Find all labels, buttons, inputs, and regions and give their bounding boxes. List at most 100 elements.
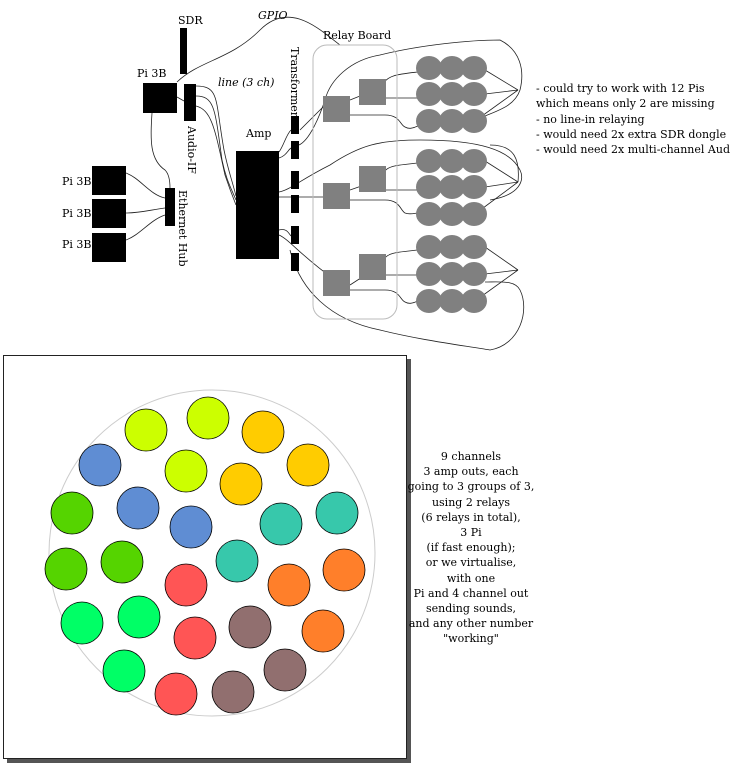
description-line: or we virtualise, bbox=[425, 556, 517, 570]
relays bbox=[323, 79, 386, 296]
speaker bbox=[102, 649, 146, 693]
speaker bbox=[117, 595, 161, 639]
speaker bbox=[416, 109, 442, 133]
speaker bbox=[241, 410, 285, 454]
pi-2-label: Pi 3B bbox=[62, 207, 92, 220]
speaker bbox=[211, 670, 255, 714]
speaker bbox=[228, 605, 272, 649]
amp bbox=[236, 151, 279, 259]
speaker bbox=[439, 202, 465, 226]
ethernet-hub-label: Ethernet Hub bbox=[176, 190, 189, 267]
speaker bbox=[286, 443, 330, 487]
description-line: using 2 relays bbox=[431, 495, 511, 509]
speaker bbox=[439, 289, 465, 313]
speaker bbox=[439, 56, 465, 80]
speaker bbox=[44, 547, 88, 591]
description-line: 3 amp outs, each bbox=[423, 465, 519, 479]
description-line: sending sounds, bbox=[425, 602, 517, 616]
note: - would need 2x multi-channel Audio-IF bbox=[536, 143, 730, 157]
speaker bbox=[416, 289, 442, 313]
speaker bbox=[263, 648, 307, 692]
layout-description: 9 channels 3 amp outs, each going to 3 g… bbox=[407, 449, 535, 647]
transformers bbox=[291, 116, 299, 271]
speaker bbox=[416, 82, 442, 106]
speaker bbox=[416, 262, 442, 286]
speaker bbox=[439, 109, 465, 133]
description-line: "working" bbox=[443, 632, 499, 646]
speaker bbox=[100, 540, 144, 584]
speaker bbox=[301, 609, 345, 653]
description-line: and any other number bbox=[408, 617, 534, 631]
description-line: 9 channels bbox=[440, 450, 502, 463]
speaker-layout bbox=[44, 389, 376, 717]
speaker bbox=[219, 462, 263, 506]
speaker bbox=[116, 486, 160, 530]
description-line: with one bbox=[446, 571, 496, 585]
system-diagram: Relay Board GPIO SDR Pi 3B Audio-IF line… bbox=[62, 9, 524, 351]
audio-if bbox=[184, 84, 196, 121]
pi-main-label: Pi 3B bbox=[137, 67, 167, 80]
relay-board-label: Relay Board bbox=[323, 29, 391, 42]
speaker bbox=[439, 149, 465, 173]
room-circle bbox=[48, 389, 376, 717]
speaker bbox=[461, 82, 487, 106]
speaker bbox=[439, 235, 465, 259]
speaker bbox=[416, 202, 442, 226]
speaker bbox=[439, 262, 465, 286]
speaker bbox=[416, 56, 442, 80]
speaker bbox=[461, 235, 487, 259]
speaker bbox=[50, 491, 94, 535]
pi-1-label: Pi 3B bbox=[62, 175, 92, 188]
ethernet-hub bbox=[165, 188, 175, 226]
sdr-dongle bbox=[180, 28, 187, 74]
speaker bbox=[322, 548, 366, 592]
speaker bbox=[267, 563, 311, 607]
speaker bbox=[461, 149, 487, 173]
speaker bbox=[315, 491, 359, 535]
description-line: (if fast enough); bbox=[426, 541, 516, 555]
notes-list: - could try to work with 12 Pis which me… bbox=[536, 81, 730, 157]
speaker bbox=[215, 539, 259, 583]
speaker bbox=[173, 616, 217, 660]
pi-3-label: Pi 3B bbox=[62, 238, 92, 251]
pi-main bbox=[143, 83, 177, 113]
sdr-label: SDR bbox=[178, 14, 203, 27]
speaker bbox=[461, 289, 487, 313]
description-line: (6 relays in total), bbox=[421, 510, 521, 524]
speaker bbox=[461, 202, 487, 226]
description-line: Pi and 4 channel out bbox=[413, 586, 529, 600]
speaker bbox=[259, 502, 303, 546]
speaker bbox=[78, 443, 122, 487]
speaker bbox=[461, 56, 487, 80]
note: - no line-in relaying bbox=[536, 112, 645, 126]
speaker bbox=[154, 672, 198, 716]
pi-2 bbox=[92, 199, 126, 228]
relay-board bbox=[312, 44, 398, 320]
speaker bbox=[416, 149, 442, 173]
audio-if-label: Audio-IF bbox=[185, 125, 198, 174]
speaker bbox=[416, 235, 442, 259]
speaker bbox=[186, 396, 230, 440]
amp-label: Amp bbox=[245, 127, 271, 140]
speaker bbox=[169, 505, 213, 549]
speaker bbox=[461, 262, 487, 286]
note: which means only 2 are missing bbox=[536, 97, 715, 111]
speaker bbox=[164, 449, 208, 493]
speaker-groups bbox=[416, 56, 487, 313]
note: - would need 2x extra SDR dongle bbox=[536, 127, 727, 141]
speaker bbox=[439, 82, 465, 106]
pi-3 bbox=[92, 233, 126, 262]
speaker bbox=[124, 408, 168, 452]
speaker bbox=[461, 175, 487, 199]
pi-1 bbox=[92, 166, 126, 195]
speaker bbox=[164, 563, 208, 607]
speaker bbox=[439, 175, 465, 199]
note: - could try to work with 12 Pis bbox=[536, 82, 705, 95]
gpio-label: GPIO bbox=[258, 9, 288, 22]
line-label: line (3 ch) bbox=[218, 76, 274, 89]
transformers-label: Transformers bbox=[288, 47, 301, 123]
speaker-layout-frame bbox=[3, 355, 407, 759]
description-line: going to 3 groups of 3, bbox=[407, 480, 535, 494]
speaker bbox=[416, 175, 442, 199]
speaker bbox=[60, 601, 104, 645]
